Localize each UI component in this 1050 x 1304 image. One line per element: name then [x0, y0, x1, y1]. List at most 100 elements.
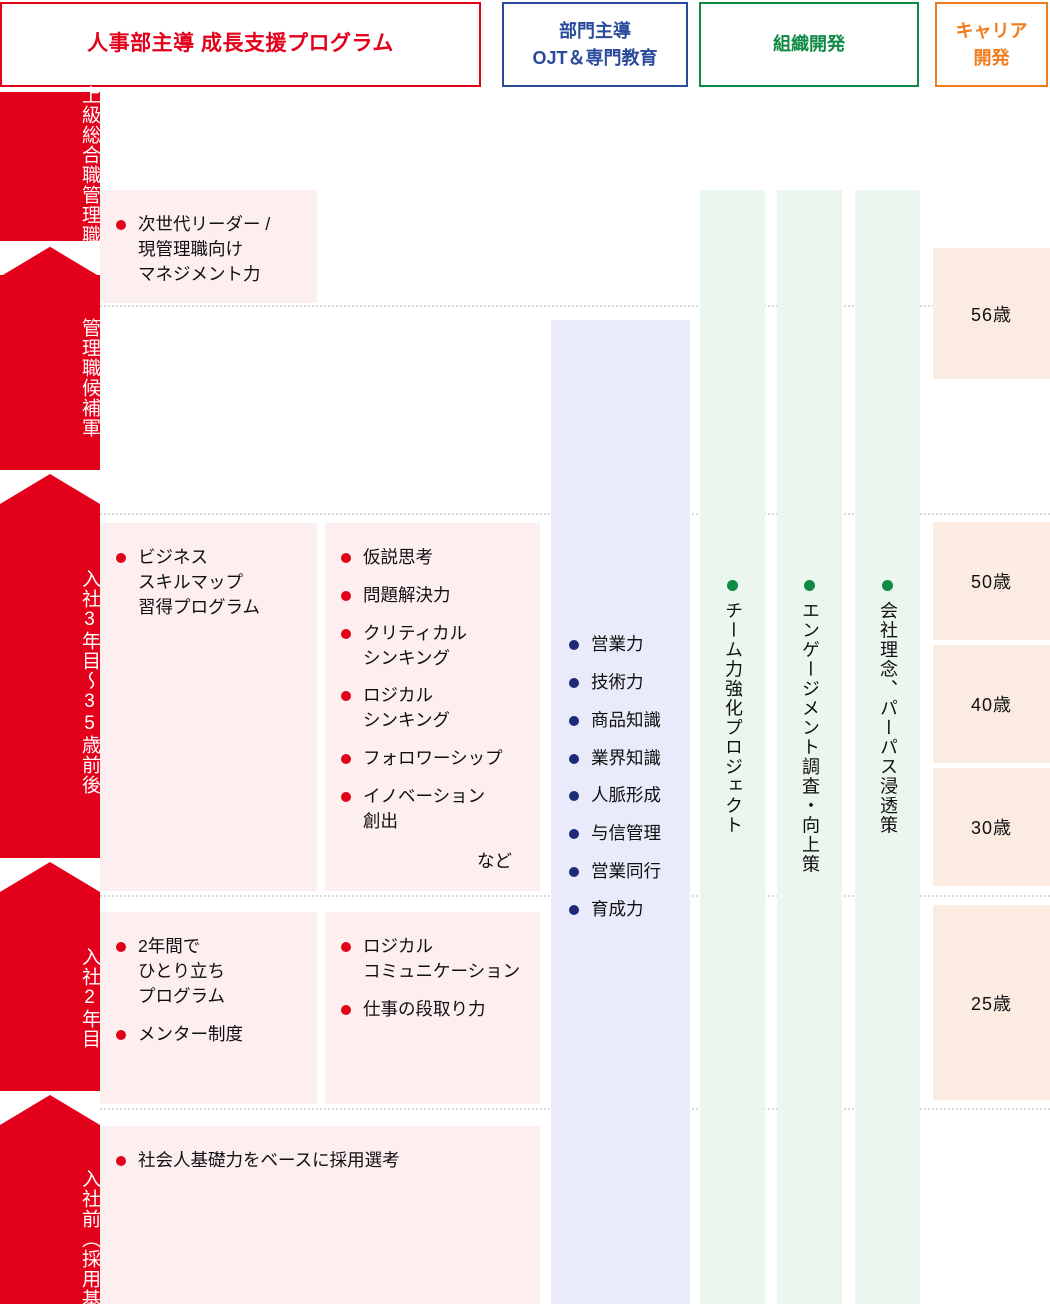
list-item-label: メンター制度: [138, 1023, 243, 1044]
bullet-dot-icon: [341, 628, 351, 639]
age-chip-56-label: 56歳: [970, 304, 1013, 325]
card-hr1-year3to35: ビジネス スキルマップ 習得プログラム: [100, 523, 317, 891]
stage-label-senior: 管理職・上級総合職: [0, 85, 100, 265]
bullet-dot-icon: [341, 590, 351, 601]
org-engagement-label: エンゲージメント調査・向上策: [799, 601, 820, 874]
age-chip-25-label: 25歳: [970, 993, 1013, 1014]
header-career-development: キャリア 開発: [935, 2, 1048, 87]
hr1-prehire-list: 社会人基礎力をベースに採用選考: [114, 1148, 524, 1173]
bullet-dot-icon: [116, 942, 126, 952]
list-item: 商品知識: [567, 708, 680, 733]
card-org-engagement: エンゲージメント調査・向上策: [777, 190, 842, 1304]
bullet-dot-icon: [116, 553, 126, 563]
list-item: 仮説思考: [339, 545, 530, 570]
stage-label-year2: 入社2年目: [0, 910, 100, 1085]
org-engagement-content: エンゲージメント調査・向上策: [777, 580, 842, 874]
card-department-skills: 営業力 技術力 商品知識 業界知識 人脈形成 与信管理 営業同行 育成力: [551, 320, 690, 1304]
list-item-label: 問題解決力: [363, 584, 451, 605]
list-item-label: 次世代リーダー / 現管理職向け マネジメント力: [138, 214, 271, 284]
list-item: ビジネス スキルマップ 習得プログラム: [114, 545, 301, 620]
age-chip-40: 40歳: [933, 645, 1050, 763]
list-item-label: 仮説思考: [363, 547, 433, 567]
list-item: 営業同行: [567, 859, 680, 884]
card-hr2-year2: ロジカル コミュニケーション 仕事の段取り力: [325, 912, 540, 1104]
org-philosophy-label: 会社理念、パーパス浸透策: [877, 601, 898, 835]
bullet-dot-icon: [341, 791, 351, 802]
stage-label-year3to35: 入社3年目〜35歳前後: [0, 512, 100, 852]
career-stage-rail: 管理職・上級総合職 管理職候補軍 入社3年目〜35歳前後 入社2年目 入社前（採…: [0, 85, 100, 1304]
age-chip-50: 50歳: [933, 522, 1050, 640]
card-hr1-senior: 次世代リーダー / 現管理職向け マネジメント力: [100, 190, 317, 303]
header-hr-program-label: 人事部主導 成長支援プログラム: [87, 32, 394, 56]
list-item-label: 技術力: [591, 671, 644, 692]
bullet-dot-icon: [569, 904, 579, 915]
list-item: イノベーション 創出: [339, 784, 530, 834]
age-chip-56: 56歳: [933, 248, 1050, 379]
bullet-dot-icon: [116, 220, 126, 230]
list-item-label: ビジネス スキルマップ 習得プログラム: [138, 547, 260, 617]
bullet-dot-icon: [341, 691, 351, 702]
bullet-dot-icon: [569, 867, 579, 878]
list-item: 社会人基礎力をベースに採用選考: [114, 1148, 524, 1173]
list-item: 次世代リーダー / 現管理職向け マネジメント力: [114, 212, 301, 287]
header-organization-development: 組織開発: [699, 2, 919, 87]
bullet-dot-icon: [882, 580, 893, 591]
bullet-dot-icon: [569, 677, 579, 688]
department-skill-list: 営業力 技術力 商品知識 業界知識 人脈形成 与信管理 営業同行 育成力: [567, 632, 680, 922]
stage-label-senior-col2: 上級総合職: [79, 85, 100, 185]
stage-label-candidate: 管理職候補軍: [0, 288, 100, 468]
list-item: 与信管理: [567, 821, 680, 846]
list-item-label: 仕事の段取り力: [363, 998, 486, 1019]
header-career-line1: キャリア: [955, 21, 1028, 42]
org-philosophy-content: 会社理念、パーパス浸透策: [855, 580, 920, 835]
bullet-dot-icon: [569, 715, 579, 726]
stage-label-prehire: 入社前（採用基準）: [0, 1134, 100, 1304]
age-chip-50-label: 50歳: [970, 572, 1013, 592]
header-career-line2: 開発: [973, 47, 1010, 68]
org-team-label: チーム力強化プロジェクト: [722, 601, 743, 835]
list-item-label: 人脈形成: [591, 785, 661, 806]
stage-label-year2-text: 入社2年目: [79, 946, 100, 1049]
list-item-label: フォロワーシップ: [363, 748, 503, 769]
header-department-ojt: 部門主導 OJT＆専門教育: [502, 2, 688, 87]
list-item-label: イノベーション 創出: [363, 785, 486, 831]
list-item: クリティカル シンキング: [339, 621, 530, 671]
list-item: 技術力: [567, 670, 680, 695]
bullet-dot-icon: [341, 553, 351, 563]
bullet-dot-icon: [804, 580, 815, 591]
bullet-dot-icon: [341, 942, 351, 952]
bullet-dot-icon: [569, 753, 579, 764]
list-item-label: ロジカル コミュニケーション: [363, 936, 521, 981]
hr2-year2-list: ロジカル コミュニケーション 仕事の段取り力: [339, 934, 530, 1022]
hr1-senior-list: 次世代リーダー / 現管理職向け マネジメント力: [114, 212, 301, 287]
bullet-dot-icon: [569, 829, 579, 840]
stage-label-candidate-text: 管理職候補軍: [79, 318, 100, 438]
card-hr2-year3to35: 仮説思考 問題解決力 クリティカル シンキング ロジカル シンキング フォロワー…: [325, 523, 540, 891]
age-chip-25: 25歳: [933, 905, 1050, 1100]
list-item-label: 育成力: [591, 898, 644, 919]
list-item: 問題解決力: [339, 583, 530, 608]
header-department-line2: OJT＆専門教育: [532, 47, 658, 68]
header-hr-program: 人事部主導 成長支援プログラム: [0, 2, 481, 87]
card-org-team: チーム力強化プロジェクト: [700, 190, 765, 1304]
list-item-label: 社会人基礎力をベースに採用選考: [138, 1150, 400, 1170]
row-divider-1: [100, 305, 1050, 307]
list-item-label: 業界知識: [591, 747, 661, 768]
stage-label-prehire-text: 入社前（採用基準）: [79, 1169, 100, 1304]
list-item: 人脈形成: [567, 783, 680, 808]
bullet-dot-icon: [569, 791, 579, 802]
hr2-year3to35-tail: など: [477, 850, 512, 871]
list-item: 仕事の段取り力: [339, 997, 530, 1022]
bullet-dot-icon: [727, 580, 738, 591]
hr1-year2-list: 2年間で ひとり立ち プログラム メンター制度: [114, 934, 301, 1046]
hr1-year3to35-list: ビジネス スキルマップ 習得プログラム: [114, 545, 301, 620]
list-item: 2年間で ひとり立ち プログラム: [114, 934, 301, 1009]
bullet-dot-icon: [569, 640, 579, 650]
list-item: ロジカル シンキング: [339, 683, 530, 733]
list-item: 営業力: [567, 632, 680, 657]
list-item-label: 営業同行: [591, 861, 661, 882]
card-hr1-prehire: 社会人基礎力をベースに採用選考: [100, 1126, 540, 1304]
list-item-label: ロジカル シンキング: [363, 685, 450, 731]
list-item-label: 2年間で ひとり立ち プログラム: [138, 936, 225, 1006]
